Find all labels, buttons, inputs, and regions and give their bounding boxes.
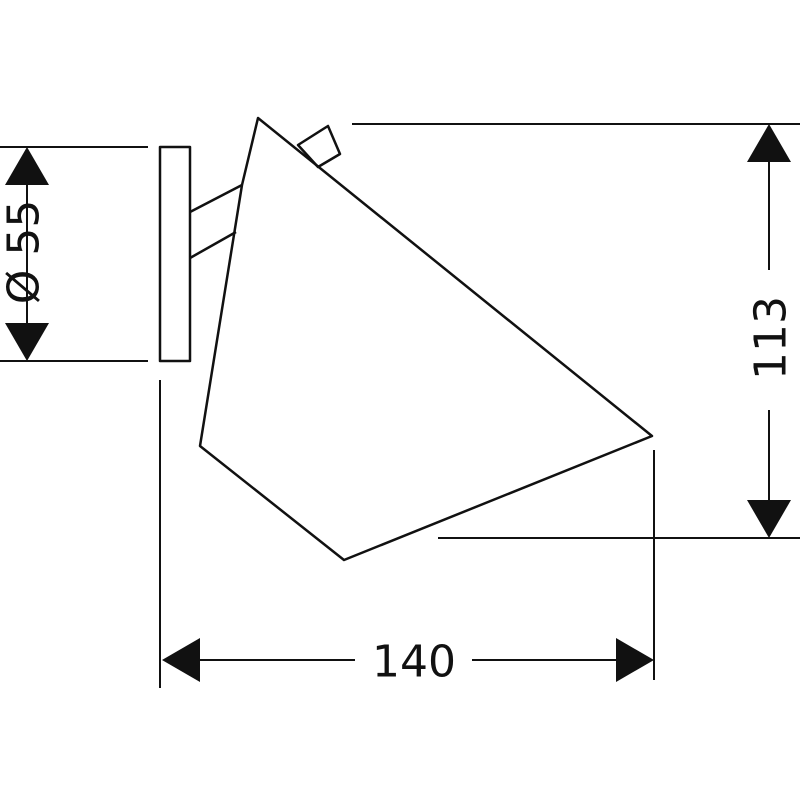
projection-arrow-right [616,638,654,682]
projection-dimension: 140 [159,380,655,688]
wall-plate [158,145,192,363]
height-arrow-bottom [747,500,791,538]
height-arrow-top [747,124,791,162]
height-dimension: 113 [352,123,800,539]
adjusting-knob [296,124,342,169]
height-label: 113 [746,296,797,380]
diameter-arrow-top [5,147,49,185]
projection-label: 140 [372,637,456,688]
diameter-dimension: Ø 55 [0,146,148,362]
diameter-arrow-bottom [5,323,49,361]
shower-head-body [198,116,654,562]
projection-arrow-left [162,638,200,682]
diameter-label: Ø 55 [0,200,50,305]
connecting-arm [189,183,243,260]
